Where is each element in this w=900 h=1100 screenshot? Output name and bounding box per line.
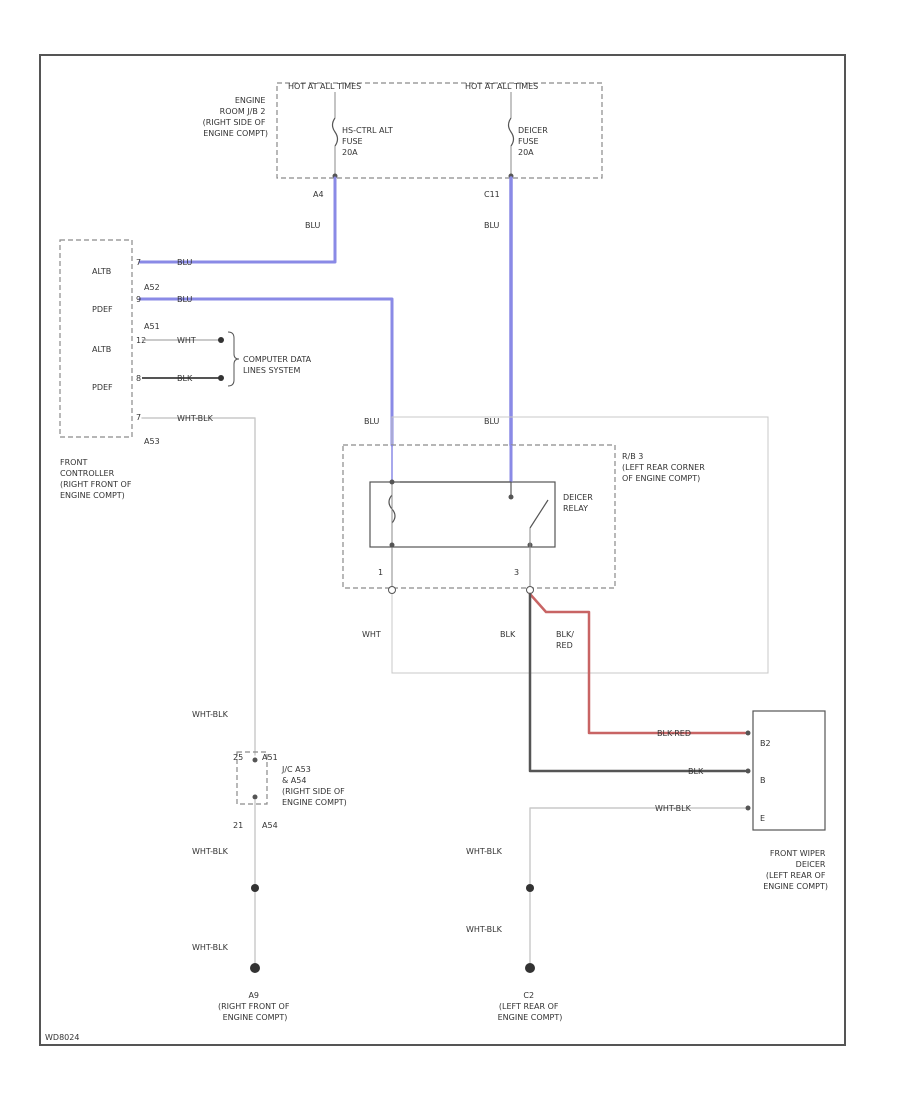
junction-block-outline: [276, 82, 603, 179]
wire-label-whtblk-r2: WHT-BLK: [466, 925, 503, 934]
data-line-wht-end: [218, 337, 224, 343]
controller-pin-num-1: 7: [136, 258, 141, 267]
data-line-wht-label: WHT: [177, 336, 196, 345]
junction-pin-bottom: [252, 794, 258, 800]
junction-pin-num-top: 25: [233, 753, 243, 762]
engine-room-junction-block: ENGINE ROOM J/B 2 (RIGHT SIDE OF ENGINE …: [203, 82, 603, 199]
controller-pin-altb-1: ALTB: [92, 267, 111, 276]
deicer-pin-b-label: B: [760, 776, 766, 785]
controller-conn-a53: A53: [144, 437, 160, 446]
relay-pin-1: [388, 586, 396, 594]
junction-pin-bottom-label: A54: [262, 821, 278, 830]
deicer-relay-label: DEICER RELAY: [563, 493, 595, 513]
ground-left-symbol: [250, 963, 260, 973]
wire-label-blu-c11: BLU: [484, 221, 500, 230]
data-line-blk-label: BLK: [177, 374, 193, 383]
ground-right-label: C2 (LEFT REAR OF ENGINE COMPT): [498, 991, 563, 1022]
relay-switch-contact: [529, 499, 549, 529]
wire-label-blu-relay-left: BLU: [364, 417, 380, 426]
relay-block-dashed: [342, 444, 616, 589]
fuse-left-symbol: [331, 117, 339, 147]
controller-pin-num-4: 8: [136, 374, 141, 383]
wire-label-blk-h: BLK: [688, 767, 704, 776]
wire-label-whtblk-v1: WHT-BLK: [192, 710, 229, 719]
relay-pin-num-3: 3: [514, 568, 519, 577]
data-lines-bracket: [227, 331, 240, 387]
relay-switch-top-pin: [508, 494, 514, 500]
wire-label-whtblk-controller: WHT-BLK: [177, 414, 214, 423]
relay-block-outline: [391, 416, 769, 674]
controller-pin-pdef-2: PDEF: [92, 383, 113, 392]
junction-pin-num-bottom: 21: [233, 821, 243, 830]
deicer-body: [752, 710, 826, 831]
deicer-pin-b2: [745, 730, 751, 736]
ground-left-label: A9 (RIGHT FRONT OF ENGINE COMPT): [218, 991, 292, 1022]
relay-block: R/B 3 (LEFT REAR CORNER OF ENGINE COMPT)…: [342, 416, 769, 674]
controller-conn-a51: A51: [144, 322, 160, 331]
wire-blu-pdef: [138, 297, 394, 447]
wire-blu-altb: [138, 176, 337, 264]
junction-label: J/C A53 & A54 (RIGHT SIDE OF ENGINE COMP…: [281, 765, 347, 807]
wire-whtblk-deicer: [529, 807, 746, 969]
splice-right: [526, 884, 534, 892]
wire-whtblk-controller: [141, 417, 256, 756]
controller-pin-num-2: 9: [136, 295, 141, 304]
junction-block-title: ENGINE ROOM J/B 2 (RIGHT SIDE OF ENGINE …: [203, 96, 268, 138]
splice-left: [251, 884, 259, 892]
jb-header-right: HOT AT ALL TIMES: [465, 82, 538, 91]
relay-pin-3: [526, 586, 534, 594]
wire-blkred: [528, 592, 747, 735]
deicer-pin-b2-label: B2: [760, 739, 771, 748]
deicer-relay-body: [369, 481, 556, 548]
footer-code: WD8024: [45, 1033, 79, 1042]
data-lines-label: COMPUTER DATA LINES SYSTEM: [243, 355, 314, 375]
controller-label: FRONT CONTROLLER (RIGHT FRONT OF ENGINE …: [60, 458, 134, 500]
controller-pin-num-3: 12: [136, 336, 146, 345]
wire-label-whtblk-v3: WHT-BLK: [192, 943, 229, 952]
controller-outline: [59, 239, 133, 438]
wire-label-whtblk-r1: WHT-BLK: [466, 847, 503, 856]
fuse-right-label: DEICER FUSE 20A: [518, 126, 550, 157]
relay-coil-top-pin: [389, 479, 395, 485]
deicer-pin-e-label: E: [760, 814, 765, 823]
relay-block-label: R/B 3 (LEFT REAR CORNER OF ENGINE COMPT): [622, 452, 707, 483]
jb-header-left: HOT AT ALL TIMES: [288, 82, 361, 91]
fuse-right-symbol: [507, 117, 515, 147]
junction-connector-outline: [236, 751, 268, 805]
wire-label-whtblk-v2: WHT-BLK: [192, 847, 229, 856]
jb-connector-left: A4: [313, 190, 324, 199]
wire-label-blu-pdef: BLU: [177, 295, 193, 304]
wire-label-wht-relay: WHT: [362, 630, 381, 639]
wire-label-blu-altb: BLU: [177, 258, 193, 267]
deicer-label: FRONT WIPER DEICER (LEFT REAR OF ENGINE …: [763, 849, 828, 891]
relay-switch-top-bar: [400, 481, 512, 497]
controller-pin-pdef-1: PDEF: [92, 305, 113, 314]
wire-label-blu-a4: BLU: [305, 221, 321, 230]
front-controller: ALTB PDEF ALTB PDEF 7 9 12 8 7 A52 A51 A…: [59, 239, 160, 500]
relay-pin-num-1: 1: [378, 568, 383, 577]
controller-pin-num-5: 7: [136, 413, 141, 422]
wire-label-blkred-relay: BLK/ RED: [556, 630, 576, 650]
data-line-blk-end: [218, 375, 224, 381]
deicer-pin-e: [745, 805, 751, 811]
front-wiper-deicer: B2 B E FRONT WIPER DEICER (LEFT REAR OF …: [745, 710, 828, 891]
junction-pin-top-label: A51: [262, 753, 278, 762]
relay-coil-bottom-pin: [389, 542, 395, 548]
wire-label-blu-relay-right: BLU: [484, 417, 500, 426]
wire-blk: [528, 592, 747, 773]
wire-label-blkred-h: BLK-RED: [657, 729, 691, 738]
jb-connector-right: C11: [484, 190, 500, 199]
wire-label-blk-relay: BLK: [500, 630, 516, 639]
controller-pin-altb-2: ALTB: [92, 345, 111, 354]
wire-label-whtblk-h: WHT-BLK: [655, 804, 692, 813]
fuse-left-label: HS-CTRL ALT FUSE 20A: [342, 126, 395, 157]
deicer-pin-b: [745, 768, 751, 774]
diagram-frame: [39, 54, 846, 1046]
computer-data-lines: WHT BLK COMPUTER DATA LINES SYSTEM: [142, 331, 314, 387]
junction-connector: 25 A51 J/C A53 & A54 (RIGHT SIDE OF ENGI…: [233, 751, 347, 830]
ground-right-symbol: [525, 963, 535, 973]
controller-conn-a52: A52: [144, 283, 160, 292]
junction-pin-top: [252, 757, 258, 763]
